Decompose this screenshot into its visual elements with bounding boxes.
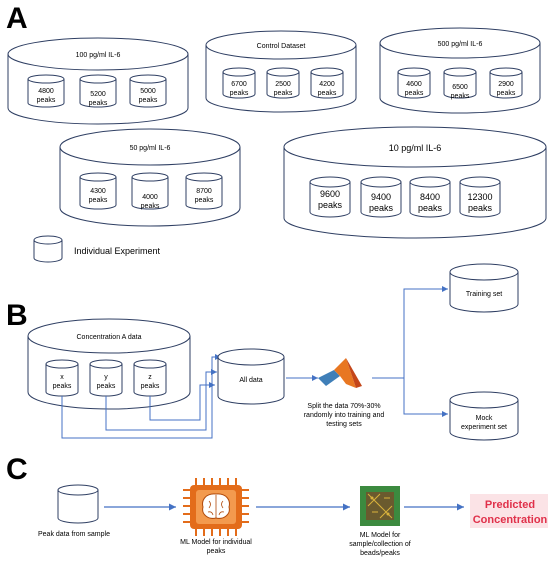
experiment-count: 4800 [38, 88, 54, 95]
experiment-count: 2500 [275, 81, 291, 88]
experiment-count: 8400 [420, 192, 440, 202]
experiment-cylinder [27, 74, 65, 108]
training-set-cylinder [449, 263, 519, 313]
experiment-unit: peaks [89, 100, 108, 107]
experiment-unit: peaks [318, 90, 337, 97]
split-text-line: randomly into training and [304, 412, 385, 419]
experiment-cylinder [459, 176, 501, 218]
dataset-500-pg [379, 27, 541, 114]
experiment-unit: peaks [318, 200, 343, 210]
split-text-line: Split the data 70%-30% [307, 403, 380, 410]
dataset-title: 10 pg/ml IL-6 [389, 143, 442, 153]
dataset-title: 50 pg/ml IL-6 [130, 145, 171, 152]
all-data-label: All data [239, 377, 262, 384]
experiment-count: 4000 [142, 194, 158, 201]
ml-sample-label: beads/peaks [360, 550, 400, 557]
experiment-unit: peaks [195, 197, 214, 204]
ml-sample-label: ML Model for [360, 532, 401, 539]
split-text-line: testing sets [326, 421, 362, 428]
legend-cylinder-icon [33, 235, 63, 263]
panel-c: C Peak data from sample [6, 453, 548, 557]
experiment-count: z [148, 374, 152, 381]
experiment-count: 4600 [406, 81, 422, 88]
dataset-control [205, 30, 357, 113]
experiment-count: y [104, 374, 108, 381]
experiment-unit: peaks [405, 90, 424, 97]
experiment-unit: peaks [497, 90, 516, 97]
ml-individual-label: ML Model for individual [180, 539, 252, 546]
experiment-unit: peaks [139, 97, 158, 104]
dataset-50-pg [59, 128, 241, 227]
experiment-cylinder [185, 172, 223, 210]
all-data-cylinder [217, 348, 285, 405]
circuit-board-icon [360, 486, 400, 526]
experiment-count: 6700 [231, 81, 247, 88]
experiment-unit: peaks [369, 203, 394, 213]
experiment-count: 9400 [371, 192, 391, 202]
experiment-cylinder [360, 176, 402, 218]
dataset-10-pg [283, 126, 547, 239]
mock-set-label: experiment set [461, 424, 507, 431]
predicted-background [470, 494, 548, 528]
experiment-cylinder [79, 74, 117, 108]
experiment-unit: peaks [141, 203, 160, 210]
experiment-cylinder [222, 67, 256, 99]
experiment-cylinder [443, 67, 477, 99]
experiment-cylinder [79, 172, 117, 210]
experiment-count: 9600 [320, 189, 340, 199]
matlab-logo-icon [318, 358, 362, 388]
experiment-unit: peaks [274, 90, 293, 97]
mock-set-cylinder [449, 391, 519, 441]
experiment-unit: peaks [141, 383, 160, 390]
panel-c-label: C [6, 453, 28, 486]
dataset-title: 500 pg/ml IL-6 [438, 41, 483, 48]
training-set-label: Training set [466, 291, 502, 298]
experiment-count: 8700 [196, 188, 212, 195]
dataset-100-pg [7, 37, 189, 125]
experiment-unit: peaks [89, 197, 108, 204]
ml-sample-label: sample/collection of [349, 541, 411, 548]
experiment-cylinder [397, 67, 431, 99]
concentration-a-title: Concentration A data [77, 334, 142, 341]
experiment-count: 12300 [467, 192, 492, 202]
experiment-count: x [60, 374, 64, 381]
experiment-count: 4300 [90, 188, 106, 195]
experiment-unit: peaks [418, 203, 443, 213]
experiment-cylinder [131, 172, 169, 210]
panel-a: A 100 pg/ml IL-6 4800 peaks 5200 peaks 5… [6, 2, 547, 263]
panel-b-label: B [6, 299, 28, 332]
mock-set-label: Mock [476, 415, 493, 422]
experiment-unit: peaks [451, 93, 470, 100]
panel-b: B Concentration A data x peaks y peaks z… [6, 263, 519, 441]
concentration-a-cylinder [27, 318, 191, 410]
experiment-cylinder [309, 176, 351, 218]
dataset-title: Control Dataset [257, 43, 306, 50]
experiment-cylinder [409, 176, 451, 218]
experiment-count: 6500 [452, 84, 468, 91]
experiment-unit: peaks [468, 203, 493, 213]
experiment-cylinder [266, 67, 300, 99]
experiment-count: 5200 [90, 91, 106, 98]
experiment-unit: peaks [53, 383, 72, 390]
experiment-count: 2900 [498, 81, 514, 88]
predicted-label: Predicted [485, 499, 535, 511]
peak-data-cylinder [57, 484, 99, 524]
dataset-title: 100 pg/ml IL-6 [76, 52, 121, 59]
legend-label: Individual Experiment [74, 246, 161, 256]
ai-chip-brain-icon [183, 478, 249, 536]
experiment-cylinder [489, 67, 523, 99]
experiment-unit: peaks [97, 383, 116, 390]
experiment-count: 4200 [319, 81, 335, 88]
panel-a-label: A [6, 2, 28, 35]
connector-lines [61, 286, 448, 439]
experiment-cylinder [310, 67, 344, 99]
experiment-cylinder [129, 74, 167, 108]
experiment-unit: peaks [230, 90, 249, 97]
experiment-count: 5000 [140, 88, 156, 95]
ml-individual-label: peaks [207, 548, 226, 555]
experiment-unit: peaks [37, 97, 56, 104]
peak-data-label: Peak data from sample [38, 531, 110, 538]
predicted-label: Concentration [473, 514, 548, 526]
